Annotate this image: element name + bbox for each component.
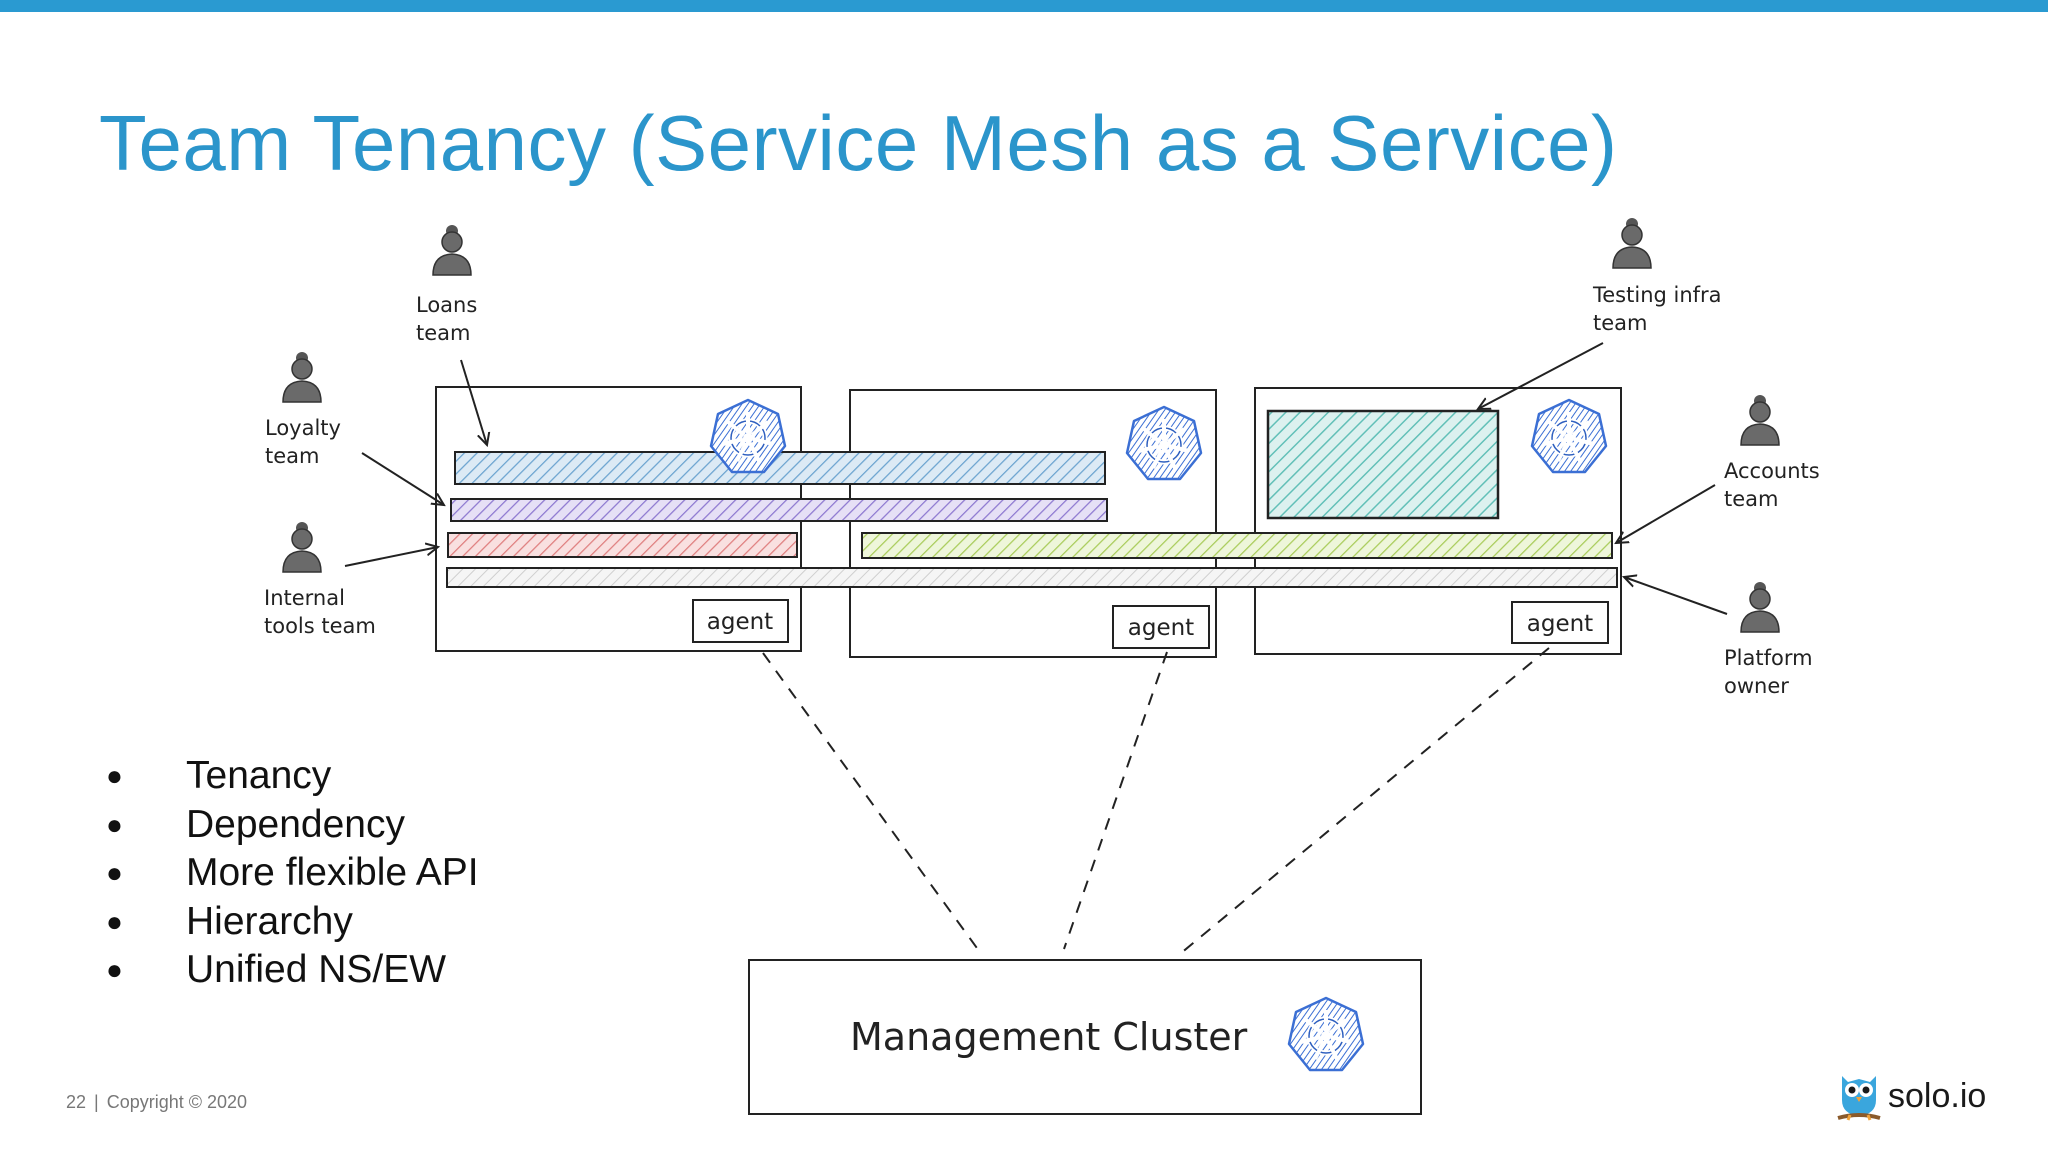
bullet-item: ●Unified NS/EW (106, 948, 447, 992)
svg-text:agent: agent (1128, 615, 1194, 641)
platform-owner-bar (446, 567, 1618, 588)
kubernetes-icon (1532, 400, 1606, 472)
testing-infra-team-label: Testing infra team (1592, 283, 1722, 335)
person-icon (1612, 217, 1652, 269)
accounts-team-bar (861, 532, 1613, 559)
cluster-2 (849, 389, 1217, 658)
svg-text:Testing infra: Testing infra (1592, 283, 1722, 307)
svg-text:Loyalty: Loyalty (265, 416, 341, 440)
kubernetes-icon (711, 400, 785, 472)
management-cluster: Management Cluster (748, 959, 1422, 1115)
svg-text:team: team (416, 321, 470, 345)
internal-tools-team-label: Internal tools team (264, 586, 376, 638)
slide-title: Team Tenancy (Service Mesh as a Service) (99, 99, 1618, 187)
bullet-item: ●Tenancy (106, 754, 332, 798)
kubernetes-icon (1289, 998, 1363, 1070)
brand-name: solo.io (1888, 1076, 1987, 1115)
agent-connectors (762, 647, 1550, 956)
svg-text:agent: agent (707, 609, 773, 635)
loans-team-bar (454, 451, 1106, 485)
kubernetes-icon (1127, 407, 1201, 479)
slide-footer: 22 | Copyright © 2020 (66, 1092, 247, 1113)
cluster-3 (1254, 387, 1622, 655)
bullet-item: ●More flexible API (106, 851, 479, 895)
bullet-item: ●Dependency (106, 802, 405, 846)
bullet-list: ●Tenancy ●Dependency ●More flexible API … (106, 752, 479, 995)
agent-box: agent (1511, 601, 1609, 644)
person-icon (1740, 581, 1780, 633)
person-icon (282, 351, 322, 403)
svg-text:tools team: tools team (264, 614, 376, 638)
loyalty-team-bar (450, 498, 1108, 522)
platform-owner-label: Platform owner (1724, 646, 1813, 698)
svg-text:Internal: Internal (264, 586, 345, 610)
svg-text:owner: owner (1724, 674, 1789, 698)
person-icon (1740, 394, 1780, 446)
person-icon (432, 224, 472, 276)
loyalty-team-label: Loyalty team (265, 416, 341, 468)
svg-text:Loans: Loans (416, 293, 477, 317)
agent-box: agent (692, 599, 789, 643)
svg-text:team: team (1724, 487, 1778, 511)
internal-tools-team-bar (447, 532, 798, 558)
svg-text:Platform: Platform (1724, 646, 1813, 670)
footer-separator: | (94, 1092, 99, 1112)
svg-text:team: team (1593, 311, 1647, 335)
svg-text:Accounts: Accounts (1724, 459, 1820, 483)
loans-team-label: Loans team (416, 293, 477, 345)
copyright-text: Copyright © 2020 (106, 1092, 248, 1112)
agent-box: agent (1112, 605, 1210, 649)
testing-infra-team-box (1266, 409, 1500, 520)
top-accent-bar (0, 0, 2048, 12)
page-number: 22 (66, 1092, 87, 1112)
owl-logo-icon (1837, 1076, 1881, 1121)
svg-text:agent: agent (1527, 611, 1593, 637)
brand-logo: solo.io (1836, 1068, 1986, 1124)
svg-text:Management Cluster: Management Cluster (850, 1015, 1248, 1059)
bullet-item: ●Hierarchy (106, 899, 353, 943)
accounts-team-label: Accounts team (1724, 459, 1820, 511)
person-icon (282, 521, 322, 573)
svg-text:team: team (265, 444, 319, 468)
team-arrows (344, 342, 1728, 615)
